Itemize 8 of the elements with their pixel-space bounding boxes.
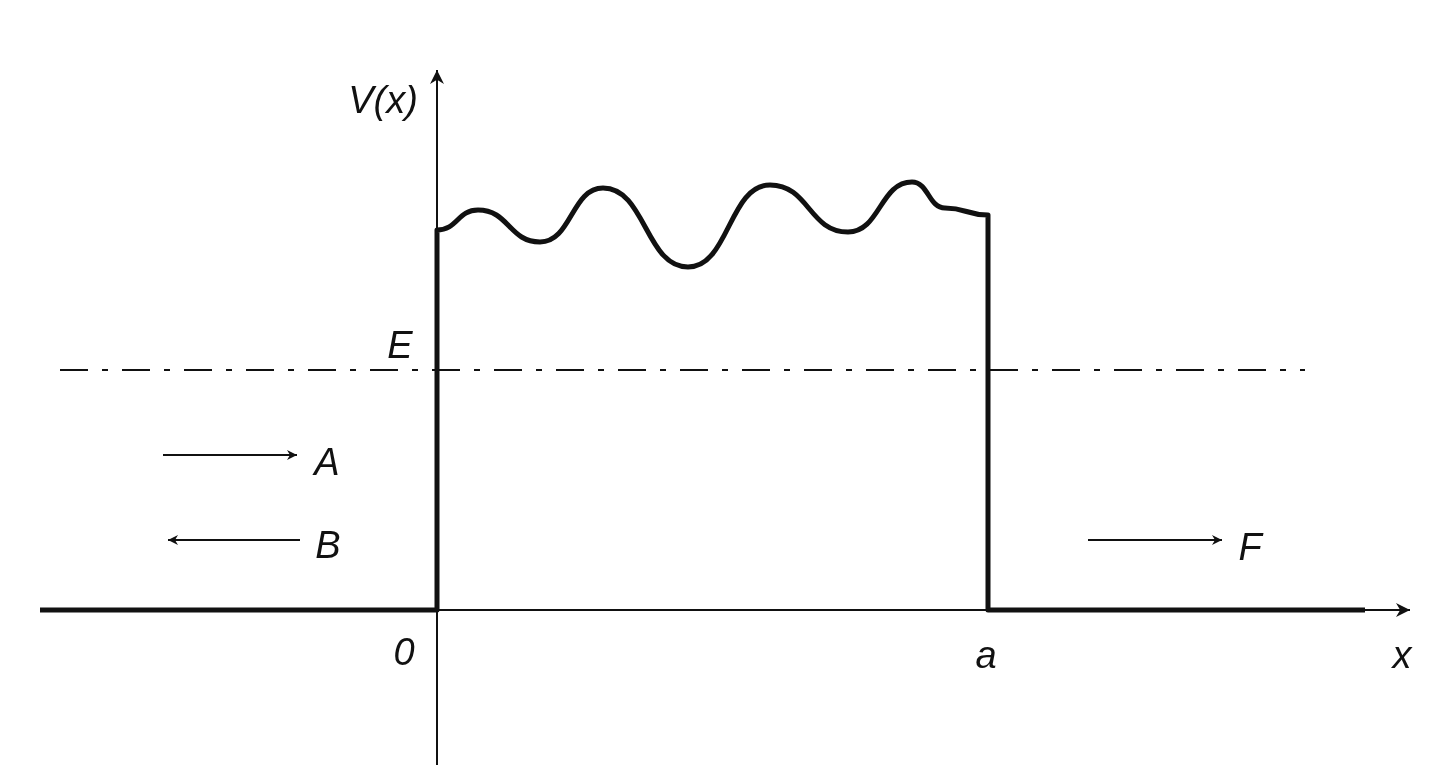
axis-label: V(x) (348, 81, 418, 119)
amplitude-label: A (314, 443, 340, 481)
energy-label: E (387, 326, 413, 364)
tick-label: a (975, 636, 997, 674)
amplitude-label: B (315, 526, 341, 564)
tick-label: 0 (393, 633, 415, 671)
amplitude-label: F (1238, 528, 1262, 566)
axis-label: x (1392, 636, 1412, 674)
